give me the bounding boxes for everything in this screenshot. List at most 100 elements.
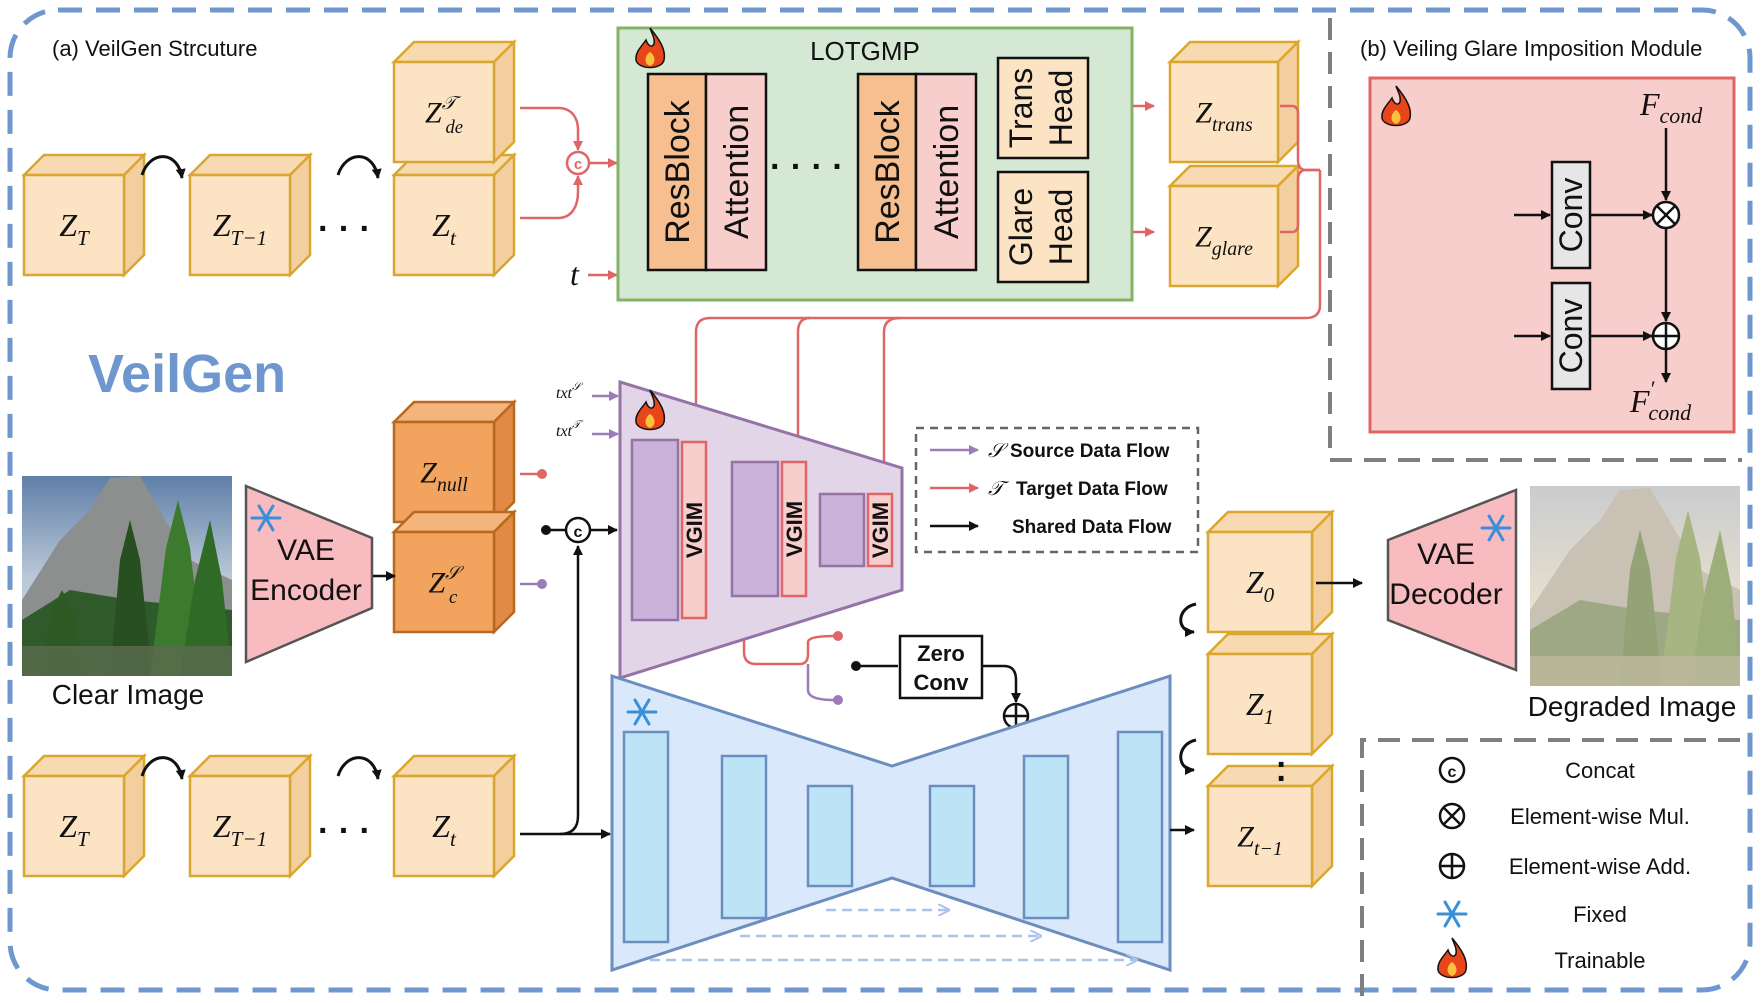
legend-add-label: Element-wise Add. bbox=[1509, 854, 1691, 879]
zde-to-concat bbox=[520, 106, 583, 151]
latent-cube-znull-label: Znull bbox=[420, 457, 468, 496]
attention-1 bbox=[704, 72, 768, 272]
clear-image-label: Clear Image bbox=[52, 679, 205, 710]
latent-cube-zT-bottom: ZT bbox=[20, 752, 148, 880]
latent-cube-zt-top: Zt bbox=[390, 151, 518, 279]
vgim-panel-border bbox=[1328, 18, 1742, 462]
encoder-block-3 bbox=[818, 492, 866, 568]
encoder-out-target bbox=[742, 634, 835, 666]
vae-encoder-line2: Encoder bbox=[250, 574, 362, 607]
concat-letter-mid: c bbox=[574, 524, 583, 541]
cond-to-vgim-1 bbox=[691, 170, 1322, 443]
encoder-block-2 bbox=[730, 460, 780, 598]
ellipsis: · · · bbox=[318, 812, 371, 850]
latent-cube-z1: Z1 bbox=[1204, 630, 1336, 758]
legend-mul-b bbox=[1443, 807, 1461, 825]
lotgmp-title: LOTGMP bbox=[810, 36, 920, 66]
resblock-1-label: ResBlock bbox=[659, 99, 697, 244]
zero-conv-line2: Conv bbox=[914, 670, 970, 695]
latent-cube-zT-bottom-label: ZT bbox=[59, 808, 90, 851]
latent-cube-ztrans: Ztrans bbox=[1166, 38, 1302, 166]
attention-1-label: Attention bbox=[718, 105, 756, 239]
concat-letter: c bbox=[574, 156, 582, 173]
target-flow-label: Target Data Flow bbox=[1016, 479, 1168, 500]
vertical-dots: · bbox=[1276, 746, 1287, 784]
legend-trainable-label: Trainable bbox=[1555, 948, 1646, 973]
unet bbox=[610, 673, 1172, 973]
symbol-legend: c Concat Element-wise Mul. Element-wise … bbox=[1436, 756, 1691, 979]
latent-cube-zT1-top: ZT−1 bbox=[186, 151, 314, 279]
latent-cube-zT1-bottom-label: ZT−1 bbox=[213, 808, 267, 851]
glare-head bbox=[996, 170, 1090, 284]
zeroconv-to-add bbox=[982, 664, 1021, 703]
zc-dot bbox=[537, 579, 547, 589]
vgim-2 bbox=[780, 460, 808, 598]
vae-encoder bbox=[244, 484, 374, 664]
unet-up-3 bbox=[1116, 730, 1164, 944]
unet-down-2 bbox=[720, 754, 768, 920]
degraded-image bbox=[1530, 486, 1740, 686]
vae-decoder-line1: VAE bbox=[1417, 538, 1475, 571]
reverse-step-arrow bbox=[336, 756, 382, 780]
latent-cube-zt-bottom: Zt bbox=[390, 752, 518, 880]
latent-cube-zT1-top-label: ZT−1 bbox=[213, 207, 267, 250]
cond-to-vgim-3 bbox=[879, 316, 901, 495]
trans-head-line2: Head bbox=[1043, 70, 1079, 147]
degraded-image-label: Degraded Image bbox=[1528, 691, 1737, 722]
latent-cube-z1-label: Z1 bbox=[1246, 686, 1274, 729]
flame-icon bbox=[1381, 85, 1412, 127]
latent-cube-zglare-label: Zglare bbox=[1195, 221, 1253, 260]
flame-icon bbox=[1437, 937, 1468, 979]
brand-title: VeilGen bbox=[88, 344, 286, 404]
glare-head-line1: Glare bbox=[1003, 188, 1039, 266]
mul-symbol-b bbox=[1656, 205, 1676, 225]
zt-to-concat-mid bbox=[559, 545, 583, 836]
snowflake-icon bbox=[250, 504, 282, 532]
latent-cube-zt-bottom-label: Zt bbox=[432, 808, 457, 851]
symbol-legend-border bbox=[1360, 738, 1742, 996]
encoder-out-target-dot bbox=[833, 631, 843, 641]
t-input-label: t bbox=[570, 256, 580, 292]
latent-cube-zT1-bottom: ZT−1 bbox=[186, 752, 314, 880]
legend-concat-label: Concat bbox=[1565, 758, 1635, 783]
latent-cube-zglare: Zglare bbox=[1166, 162, 1302, 290]
glare-head-line2: Head bbox=[1043, 189, 1079, 266]
outer-border bbox=[7, 7, 1753, 993]
flame-icon bbox=[635, 27, 666, 69]
zt-to-concat bbox=[520, 175, 583, 220]
legend-concat-symbol bbox=[1438, 756, 1466, 784]
step-arrow bbox=[1179, 602, 1197, 637]
reverse-step-arrow bbox=[336, 155, 382, 179]
latent-cube-znull: Znull bbox=[390, 398, 518, 526]
f-cond-label: Fcond bbox=[1639, 86, 1703, 128]
vertical-dots: · bbox=[1276, 760, 1287, 798]
vgim-1-label: VGIM bbox=[682, 502, 707, 558]
zglare-bracket bbox=[1280, 168, 1320, 234]
txt-target-label: txt𝒯 bbox=[556, 419, 584, 440]
latent-cube-zt1-label: Zt−1 bbox=[1237, 821, 1282, 860]
concat-symbol bbox=[565, 150, 591, 176]
vgim-2-label: VGIM bbox=[782, 501, 807, 557]
legend-fixed-label: Fixed bbox=[1573, 902, 1627, 927]
vgim-3-label: VGIM bbox=[868, 502, 893, 558]
resblock-1 bbox=[646, 72, 708, 272]
attention-2 bbox=[914, 72, 978, 272]
flow-legend bbox=[914, 426, 1200, 554]
shared-flow-label: Shared Data Flow bbox=[1012, 517, 1172, 538]
conv-trans-label: Conv bbox=[1553, 178, 1589, 253]
txt-source-label: txt𝒮 bbox=[556, 381, 584, 402]
latent-cube-zT-top: ZT bbox=[20, 151, 148, 279]
reverse-step-arrow bbox=[140, 155, 186, 179]
resblock-2 bbox=[856, 72, 918, 272]
vgim-3 bbox=[866, 492, 894, 568]
vgim-title: (b) Veiling Glare Imposition Module bbox=[1360, 36, 1702, 61]
vgim-1 bbox=[680, 440, 708, 620]
latent-cube-zt-top-label: Zt bbox=[432, 207, 457, 250]
zero-conv-line1: Zero bbox=[917, 641, 965, 666]
latent-cube-ztrans-label: Ztrans bbox=[1195, 97, 1253, 136]
encoder-out-source bbox=[806, 664, 835, 702]
